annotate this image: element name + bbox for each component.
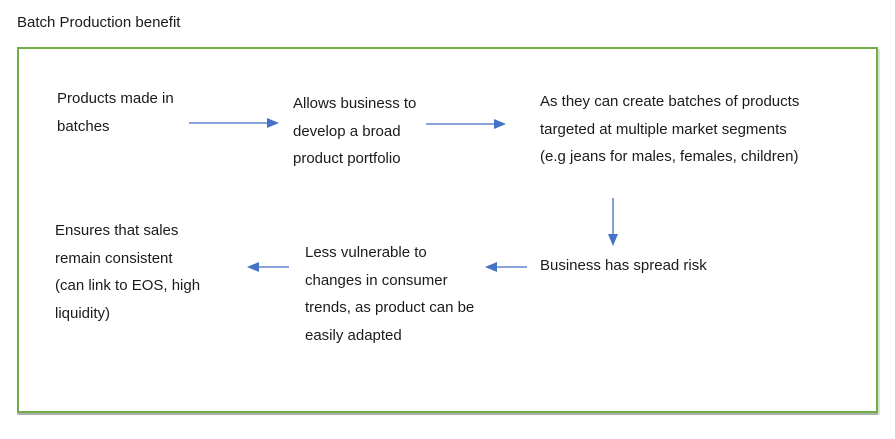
- diagram-frame: [17, 47, 878, 413]
- node-less-vulnerable-trends: Less vulnerable to changes in consumer t…: [305, 244, 475, 344]
- node-products-made-in-batches: Products made in batches: [57, 90, 174, 135]
- arrow-right-icon: [189, 118, 279, 128]
- node-broad-product-portfolio: Allows business to develop a broad produ…: [293, 95, 417, 167]
- arrow-down-icon: [608, 198, 618, 246]
- page-title: Batch Production benefit: [17, 14, 181, 31]
- arrow-left-icon: [485, 262, 527, 272]
- arrow-left-icon: [247, 262, 289, 272]
- node-market-segments: As they can create batches of products t…: [540, 93, 800, 165]
- node-spread-risk: Business has spread risk: [540, 257, 707, 274]
- arrow-right-icon: [426, 119, 506, 129]
- node-consistent-sales: Ensures that sales remain consistent (ca…: [55, 222, 201, 322]
